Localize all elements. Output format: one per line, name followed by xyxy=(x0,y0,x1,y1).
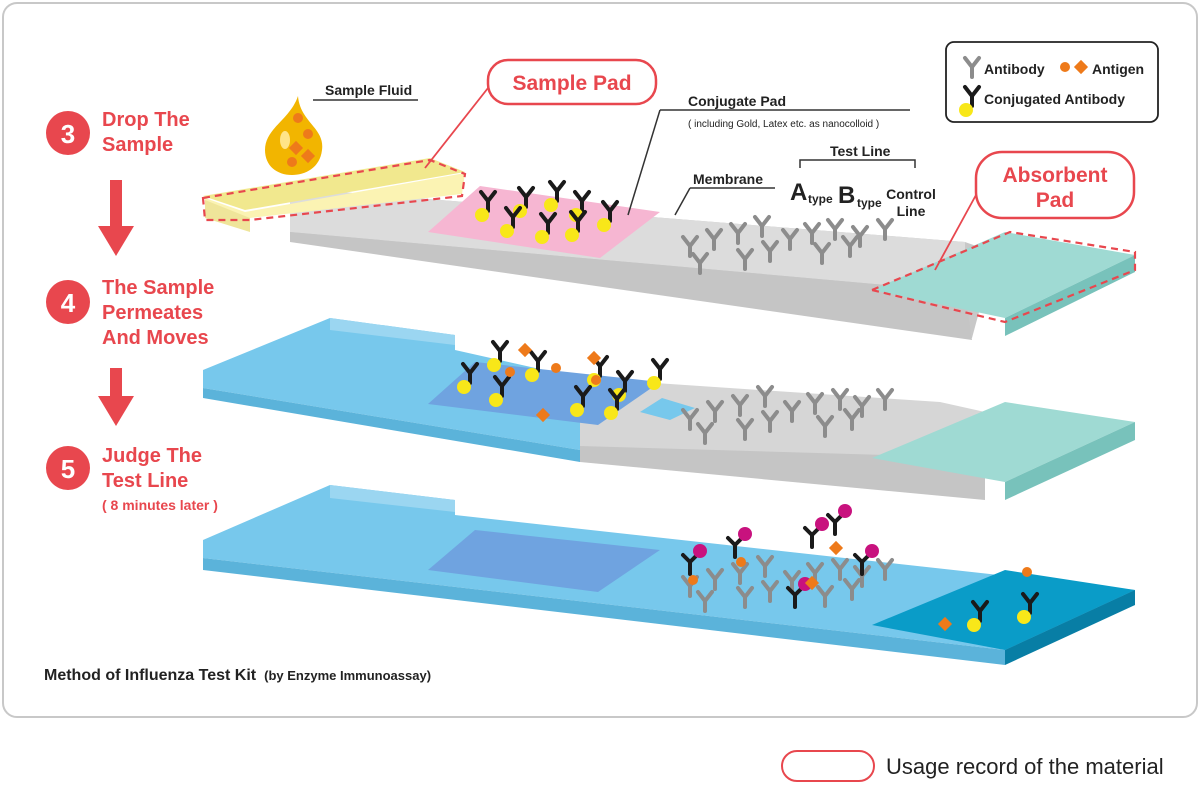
sample-pad-callout xyxy=(486,58,658,106)
absorbent-callout-line2: Pad xyxy=(1036,189,1075,212)
conjugate-pad-leader xyxy=(627,109,661,216)
step-5-number: 5 xyxy=(61,454,75,484)
sample-fluid-label: Sample Fluid xyxy=(325,82,412,98)
sample-pad-callout-leader xyxy=(424,87,489,169)
step-4-line1: The Sample xyxy=(102,277,214,299)
usage-record-swatch xyxy=(781,750,875,782)
diagram-title: Method of Influenza Test Kit (by Enzyme I… xyxy=(44,667,431,684)
strip-step-4 xyxy=(203,318,1135,500)
absorbent-callout-line1: Absorbent xyxy=(1003,164,1108,187)
a-type-sub: type xyxy=(808,192,833,206)
step-arrow-1 xyxy=(98,180,134,256)
legend-conjugated: Conjugated Antibody xyxy=(984,91,1125,107)
legend: Antibody Antigen Conjugated Antibody xyxy=(945,41,1159,123)
step-arrow-2 xyxy=(98,368,134,426)
absorbent-pad-3 xyxy=(872,570,1135,650)
diagram-title-sub: (by Enzyme Immunoassay) xyxy=(264,668,431,683)
conjugate-pad-2 xyxy=(428,362,660,425)
conjugate-pad-3 xyxy=(428,530,660,592)
absorbent-pad-callout xyxy=(974,150,1136,220)
control-label: Control xyxy=(886,186,936,202)
legend-antibody: Antibody xyxy=(984,61,1045,77)
sample-pad-highlight xyxy=(201,158,467,222)
step-4-line2: Permeates xyxy=(102,302,203,324)
usage-record-label: Usage record of the material xyxy=(886,754,1164,779)
conjugate-pad-note: ( including Gold, Latex etc. as nanocoll… xyxy=(688,119,879,130)
step-4-line3: And Moves xyxy=(102,327,209,349)
strip-step-5 xyxy=(203,485,1135,665)
step-5-note: ( 8 minutes later ) xyxy=(102,497,218,513)
sample-pad-callout-label: Sample Pad xyxy=(512,72,631,95)
absorbent-pad-highlight xyxy=(868,230,1137,324)
sample-pad xyxy=(203,158,465,232)
strip-step-3 xyxy=(201,158,1137,340)
conjugate-pad-label: Conjugate Pad xyxy=(688,93,786,109)
membrane-label: Membrane xyxy=(693,171,763,187)
diagram-title-main: Method of Influenza Test Kit xyxy=(44,667,257,684)
legend-antigen: Antigen xyxy=(1092,61,1144,77)
sample-fluid-drop xyxy=(265,96,323,175)
step-3-line2: Sample xyxy=(102,134,173,156)
b-type-letter: B xyxy=(838,182,855,209)
step-4-label: 4 The Sample Permeates And Moves xyxy=(46,277,214,349)
b-type-sub: type xyxy=(857,196,882,210)
step-5-line1: Judge The xyxy=(102,445,202,467)
step-5-line2: Test Line xyxy=(102,470,188,492)
test-line-label: Test Line xyxy=(830,143,891,159)
step-4-number: 4 xyxy=(61,288,76,318)
step-3-label: 3 Drop The Sample xyxy=(46,109,190,156)
control-line-label: Line xyxy=(897,203,926,219)
step-3-number: 3 xyxy=(61,119,75,149)
membrane-leader xyxy=(674,187,691,216)
flow-arrow xyxy=(640,398,695,420)
a-type-letter: A xyxy=(790,179,807,206)
test-line-bracket xyxy=(799,159,916,168)
step-3-line1: Drop The xyxy=(102,109,190,131)
step-5-label: 5 Judge The Test Line ( 8 minutes later … xyxy=(46,445,218,513)
absorbent-callout-leader xyxy=(934,194,977,271)
